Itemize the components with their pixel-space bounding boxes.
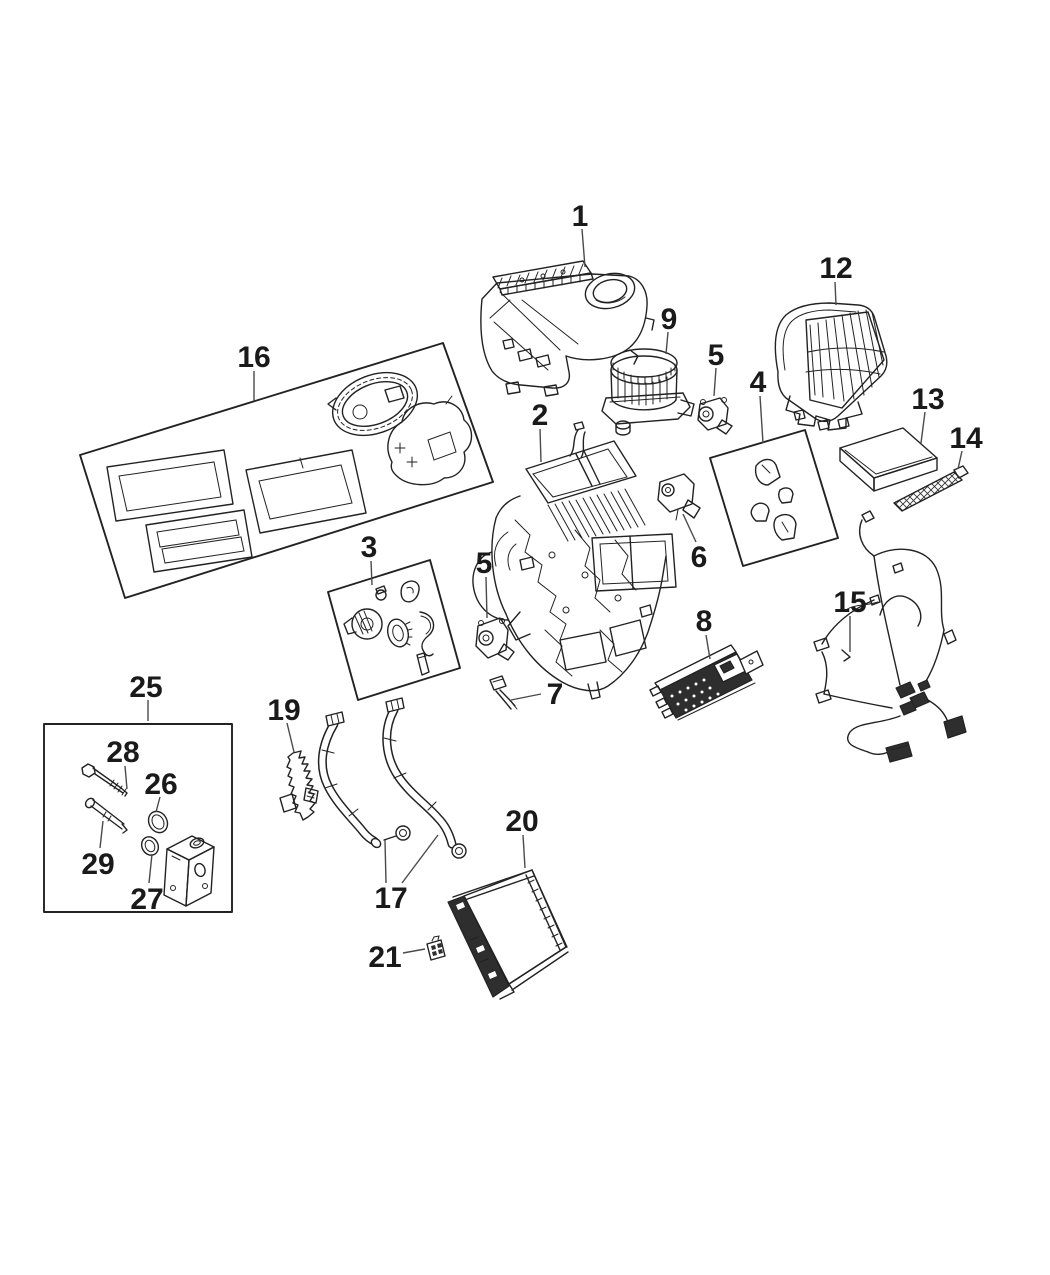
callout-4: 4 xyxy=(750,366,767,399)
group-box-4-clip-kit xyxy=(709,429,839,567)
callout-20: 20 xyxy=(505,805,538,838)
callout-17: 17 xyxy=(374,882,407,915)
leader-line-26 xyxy=(155,796,161,813)
part-5-actuator-left xyxy=(475,617,515,661)
callout-25: 25 xyxy=(129,671,162,704)
callout-21: 21 xyxy=(368,941,401,974)
callout-16: 16 xyxy=(237,341,270,374)
callout-3: 3 xyxy=(361,531,378,564)
callout-19: 19 xyxy=(267,694,300,727)
callout-6: 6 xyxy=(691,541,708,574)
callout-29: 29 xyxy=(81,848,114,881)
leader-line-1 xyxy=(581,228,586,268)
callout-14: 14 xyxy=(949,422,983,455)
part-7-connector xyxy=(489,675,518,710)
part-6-actuator xyxy=(657,473,701,521)
part-2-hvac-unit xyxy=(472,421,677,700)
leader-line-28 xyxy=(124,765,128,790)
leader-line-17-1 xyxy=(401,834,439,884)
leader-line-5a xyxy=(713,367,717,397)
leader-line-4 xyxy=(759,395,764,444)
part-19-clip-bracket xyxy=(279,750,319,821)
part-28-bolt xyxy=(81,763,128,797)
part-14-inlet-grate xyxy=(893,465,969,512)
group-box-16-seal-kit xyxy=(79,342,494,599)
part-15-wiring-harness xyxy=(813,510,967,763)
callout-7: 7 xyxy=(547,678,564,711)
part-20-heater-core xyxy=(447,869,569,1000)
part-12-inlet-housing xyxy=(774,302,888,431)
callout-5b: 5 xyxy=(476,547,493,580)
leader-line-2 xyxy=(539,428,542,463)
callout-27: 27 xyxy=(130,883,163,916)
part-5-actuator-top xyxy=(697,397,733,435)
leader-line-7 xyxy=(510,693,542,701)
callout-26: 26 xyxy=(144,768,177,801)
leader-line-13 xyxy=(920,411,926,444)
callout-8: 8 xyxy=(696,605,713,638)
part-1-upper-housing xyxy=(480,260,655,397)
leader-line-8 xyxy=(705,634,711,660)
leader-line-5b xyxy=(485,576,488,619)
leader-line-6 xyxy=(682,513,697,543)
leader-line-19 xyxy=(286,722,295,753)
part-13-cabin-filter xyxy=(839,427,938,492)
part-21-grommet xyxy=(426,935,446,961)
leader-line-27 xyxy=(148,853,153,884)
leader-line-20 xyxy=(522,834,526,869)
group-box-25-valve-kit xyxy=(43,723,233,913)
part-29-stud xyxy=(84,797,128,834)
part-8-heater-element xyxy=(649,644,764,721)
leader-line-21 xyxy=(402,948,426,954)
callout-28: 28 xyxy=(106,736,139,769)
leader-line-14 xyxy=(957,450,963,470)
callout-9: 9 xyxy=(661,303,678,336)
group-box-3-lever-kit xyxy=(327,559,461,701)
callout-2: 2 xyxy=(532,399,549,432)
callout-12: 12 xyxy=(819,252,852,285)
leader-line-12 xyxy=(834,281,837,306)
callout-15: 15 xyxy=(833,586,866,619)
part-expansion-valve xyxy=(163,835,215,907)
leader-line-29 xyxy=(99,820,104,849)
callout-5a: 5 xyxy=(708,339,725,372)
leader-line-9 xyxy=(665,331,669,355)
part-26-o-ring xyxy=(147,810,169,834)
leader-line-17 xyxy=(384,839,387,884)
part-17-heater-hoses xyxy=(317,697,467,859)
callout-1: 1 xyxy=(572,200,589,233)
leader-line-3 xyxy=(370,560,373,586)
part-9-blower-motor xyxy=(601,348,695,436)
part-27-o-ring xyxy=(140,836,160,856)
callout-13: 13 xyxy=(911,383,944,416)
